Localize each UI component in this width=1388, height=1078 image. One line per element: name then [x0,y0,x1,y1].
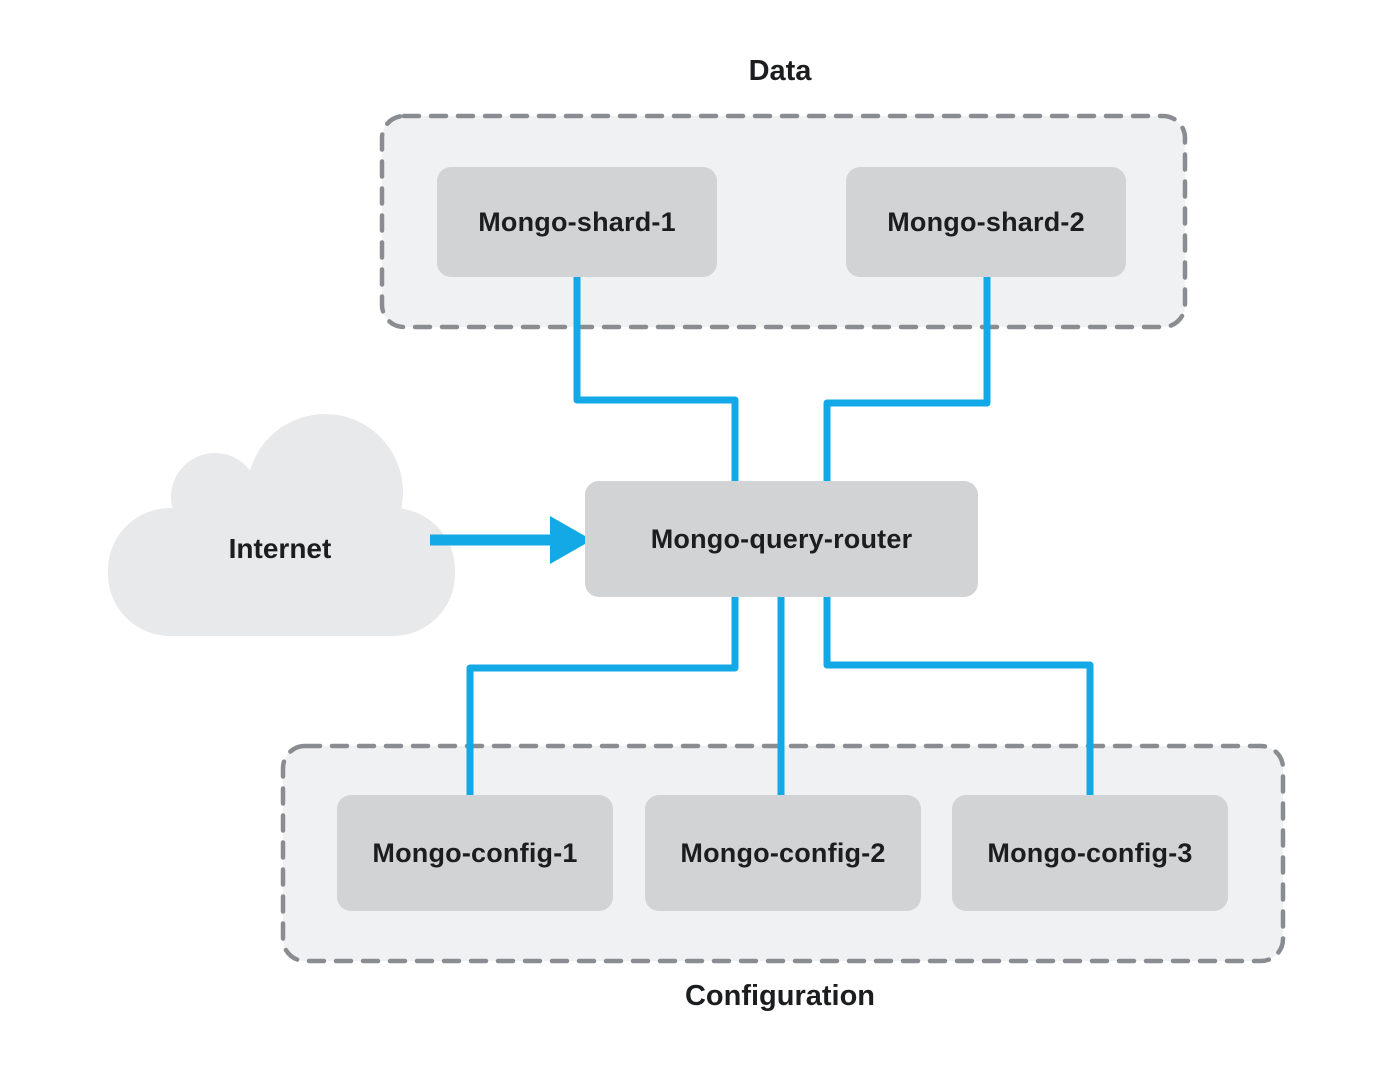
node-mongo-config-3: Mongo-config-3 [952,795,1228,911]
node-mongo-shard-2: Mongo-shard-2 [846,167,1126,277]
connector-shard1-to-router [573,277,739,481]
connector-shard2-to-router [823,277,991,481]
configuration-group-label: Configuration [684,980,876,1012]
internet-label: Internet [228,533,332,564]
node-mongo-config-1: Mongo-config-1 [337,795,613,911]
internet-arrow [430,516,592,564]
connector-router-to-config1 [466,597,739,795]
node-mongo-shard-1: Mongo-shard-1 [437,167,717,277]
internet-cloud-icon [108,414,455,636]
node-mongo-query-router: Mongo-query-router [585,481,978,597]
connector-router-to-config3 [823,597,1094,795]
node-mongo-config-2: Mongo-config-2 [645,795,921,911]
data-group-label: Data [748,55,812,87]
